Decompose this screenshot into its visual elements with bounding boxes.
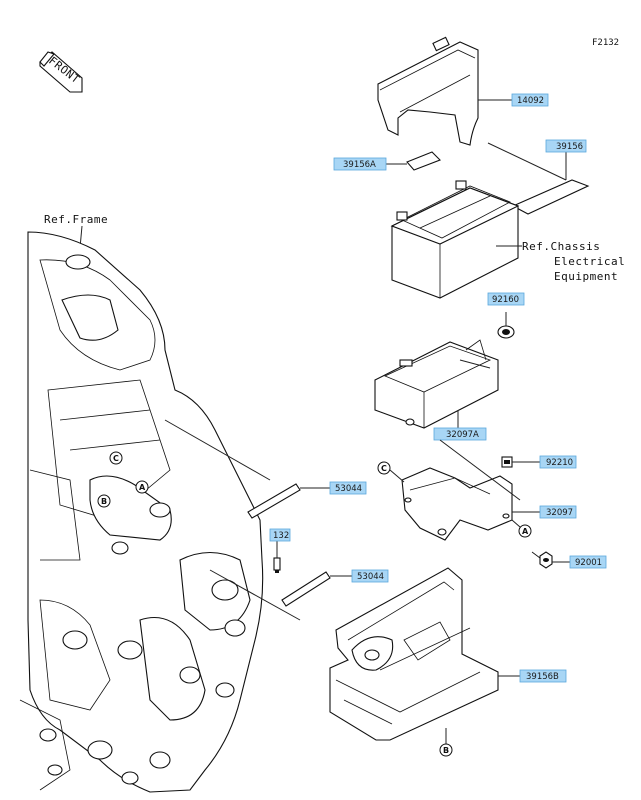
marker-a-frame: A [135, 480, 149, 494]
callout-bolt-small-label: 132 [273, 531, 289, 541]
callout-bolt-right [569, 555, 607, 569]
callout-rod-upper [329, 481, 367, 495]
battery [390, 180, 520, 299]
marker-c-frame: C [109, 451, 123, 465]
marker-b-cover-label: B [443, 746, 449, 755]
callout-cover [511, 93, 549, 107]
callout-rod-upper-label: 53044 [335, 484, 362, 494]
bolt-right [531, 551, 553, 569]
battery-cover [377, 36, 479, 146]
callout-cover-label: 14092 [517, 96, 544, 106]
rod-upper [247, 483, 301, 519]
marker-c-frame-label: C [113, 454, 119, 463]
callout-pad-left-label: 39156A [343, 160, 376, 170]
marker-c-bracket-label: C [381, 464, 387, 473]
callout-damper [487, 292, 525, 306]
callout-nut [539, 455, 577, 469]
nut [501, 456, 513, 468]
marker-b-frame-label: B [101, 497, 107, 506]
callout-battery-case [433, 427, 487, 441]
callout-bracket-label: 32097 [546, 508, 573, 518]
callout-bracket [539, 505, 577, 519]
bolt-small [273, 557, 281, 573]
ref-frame-label: Ref.Frame [44, 213, 108, 226]
callout-damper-label: 92160 [492, 295, 519, 305]
callout-pad-right [545, 139, 587, 153]
marker-a-bracket: A [518, 524, 532, 538]
callout-bolt-small [269, 528, 291, 542]
frame-drawing [19, 231, 264, 793]
callout-pad-left [333, 157, 387, 171]
marker-b-cover: B [439, 743, 453, 757]
callout-bolt-right-label: 92001 [575, 558, 602, 568]
callout-bottom-cover-label: 39156B [526, 672, 559, 682]
damper [497, 325, 515, 339]
marker-a-frame-label: A [139, 483, 146, 492]
bracket [401, 467, 513, 541]
marker-c-bracket: C [377, 461, 391, 475]
callout-rod-lower [351, 569, 389, 583]
battery-case [374, 339, 499, 429]
callout-battery-case-label: 32097A [446, 430, 479, 440]
ref-chassis-line1: Ref.Chassis [522, 240, 600, 253]
bottom-cover [329, 567, 499, 741]
marker-b-frame: B [97, 494, 111, 508]
marker-a-bracket-label: A [522, 527, 529, 536]
rod-lower [281, 571, 331, 607]
figure-id: F2132 [592, 38, 619, 48]
ref-chassis-line3: Equipment [554, 270, 618, 283]
ref-chassis-line2: Electrical [554, 255, 625, 268]
front-arrow-icon: FRONT [39, 51, 83, 93]
callout-nut-label: 92210 [546, 458, 573, 468]
callout-pad-right-label: 39156 [556, 142, 583, 152]
callout-bottom-cover [519, 669, 567, 683]
pad-left [406, 151, 441, 171]
pad-right [511, 179, 590, 215]
callout-rod-lower-label: 53044 [357, 572, 384, 582]
